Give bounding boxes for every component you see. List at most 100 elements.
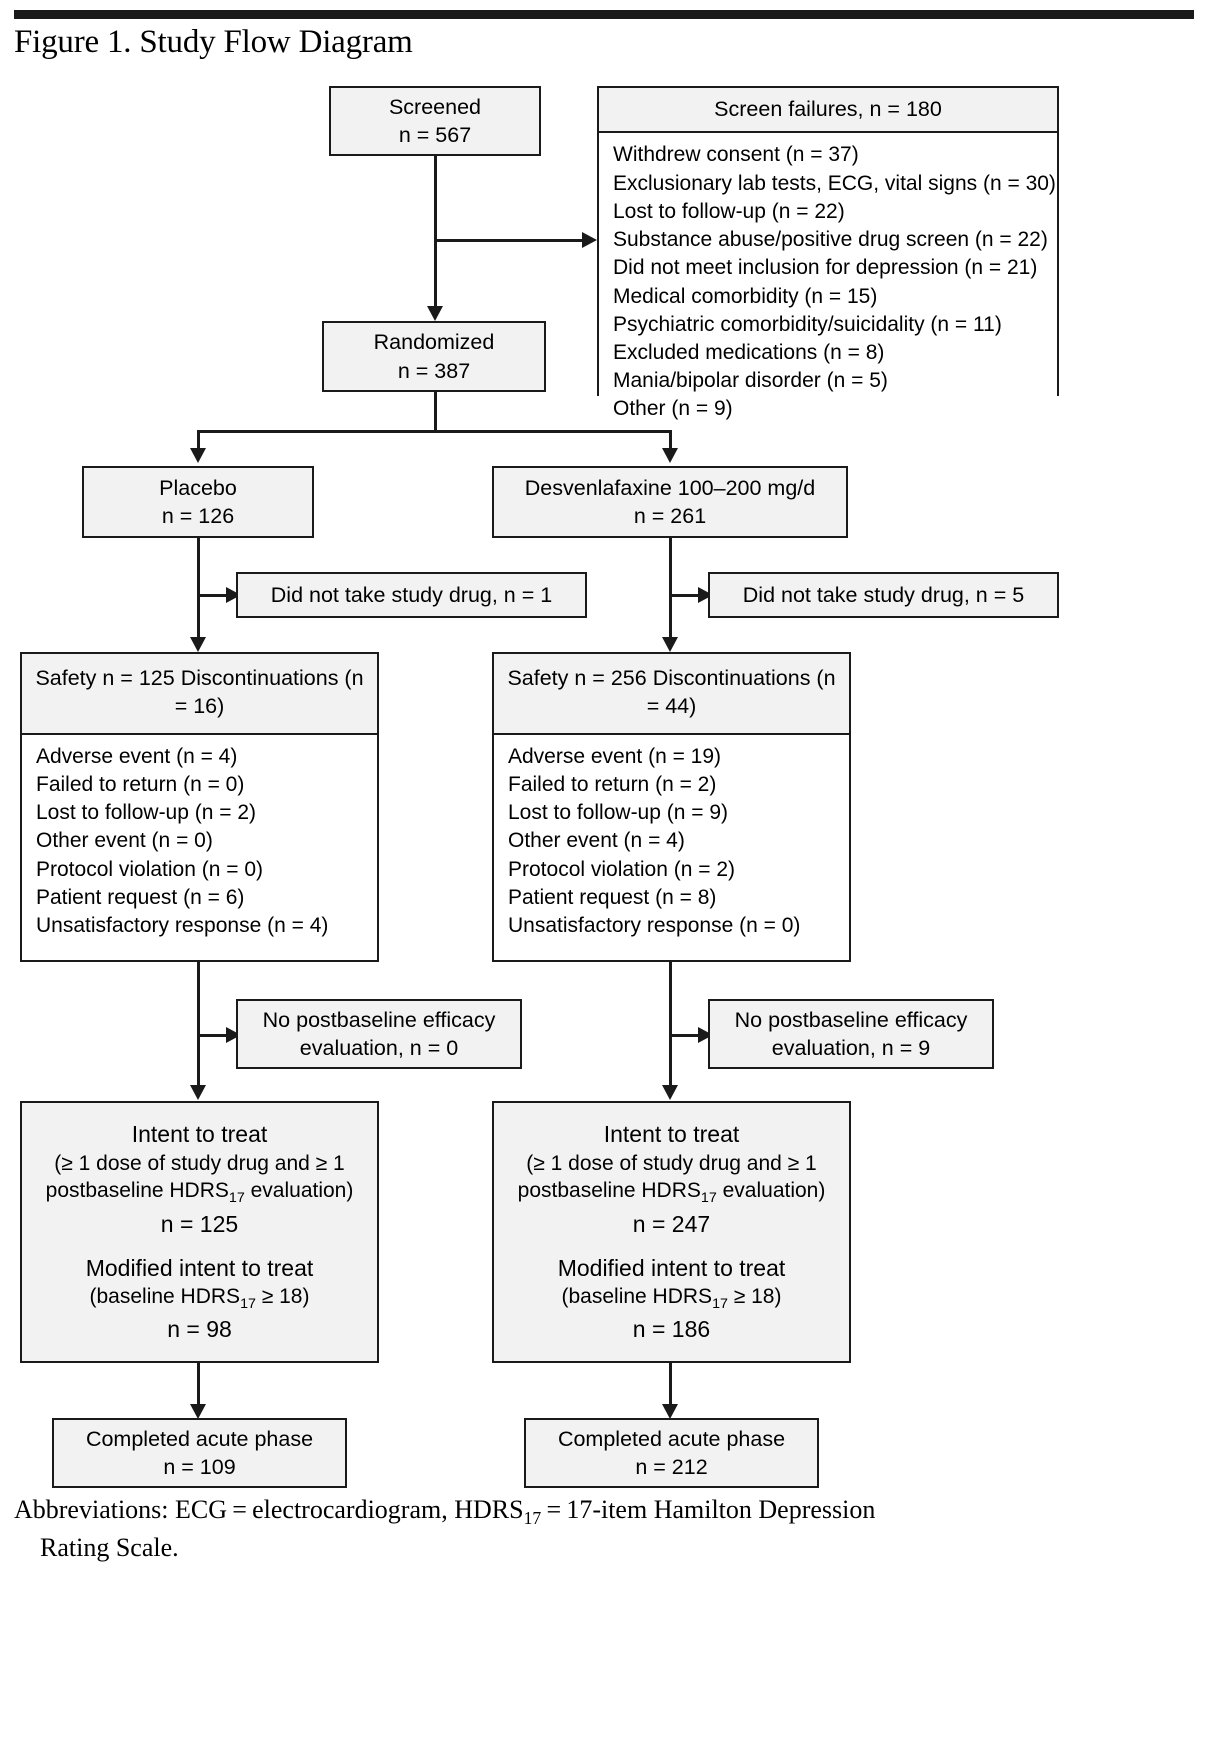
- node-screened: Screened n = 567: [329, 86, 541, 156]
- node-completed-desven: Completed acute phase n = 212: [524, 1418, 819, 1488]
- itt-desven-title: Intent to treat: [603, 1121, 740, 1148]
- arrow-placebo-safety: [189, 637, 206, 652]
- node-safety-desven: Safety n = 256 Discontinuations (n = 44)…: [492, 652, 851, 962]
- list-item: Protocol violation (n = 2): [508, 857, 736, 881]
- safety-desven-header: Safety n = 256 Discontinuations (n = 44): [494, 654, 849, 735]
- arrow-safety-itt-desven: [661, 1085, 678, 1100]
- node-no-postbaseline-placebo: No postbaseline efficacy evaluation, n =…: [236, 999, 522, 1069]
- node-safety-placebo: Safety n = 125 Discontinuations (n = 16)…: [20, 652, 379, 962]
- list-item: Excluded medications (n = 8): [613, 341, 885, 365]
- footnote-line1-pre: Abbreviations: ECG = electrocardiogram, …: [14, 1495, 524, 1524]
- completed-placebo-n: n = 109: [163, 1455, 236, 1479]
- node-itt-desven: Intent to treat (≥ 1 dose of study drug …: [492, 1101, 851, 1363]
- list-item: Unsatisfactory response (n = 0): [508, 914, 801, 938]
- list-item: Other event (n = 0): [36, 829, 213, 853]
- arrow-desven-safety: [661, 637, 678, 652]
- node-screened-n: n = 567: [398, 123, 472, 147]
- list-item: Other event (n = 4): [508, 829, 685, 853]
- node-completed-placebo: Completed acute phase n = 109: [52, 1418, 347, 1488]
- connector-itt-completed-desven: [669, 1363, 672, 1408]
- node-itt-placebo: Intent to treat (≥ 1 dose of study drug …: [20, 1101, 379, 1363]
- mitt-placebo-title: Modified intent to treat: [85, 1254, 314, 1281]
- itt-desven-criteria2-sub: 17: [700, 1190, 717, 1207]
- safety-placebo-disc-header: Discontinuations (n = 16): [174, 666, 364, 719]
- node-randomized-n: n = 387: [397, 358, 471, 383]
- no-postbaseline-placebo-line1: No postbaseline efficacy: [262, 1007, 496, 1032]
- connector-split-right: [669, 430, 672, 452]
- footnote-line1-sub: 17: [523, 1508, 542, 1529]
- node-placebo-label: Placebo: [159, 475, 237, 500]
- list-item: Lost to follow-up (n = 2): [36, 801, 257, 825]
- list-item: Withdrew consent (n = 37): [613, 143, 859, 167]
- mitt-desven-criteria: (baseline HDRS17 ≥ 18): [494, 1283, 849, 1314]
- connector-screened-randomized: [434, 156, 437, 311]
- itt-desven-criteria1: (≥ 1 dose of study drug and ≥ 1: [526, 1151, 817, 1175]
- no-postbaseline-desven-line2: evaluation, n = 9: [771, 1036, 931, 1060]
- list-item: Medical comorbidity (n = 15): [613, 284, 878, 308]
- list-item: Lost to follow-up (n = 22): [613, 199, 845, 223]
- footnote-line2: Rating Scale.: [40, 1532, 179, 1562]
- safety-placebo-list: Adverse event (n = 4) Failed to return (…: [22, 734, 377, 949]
- node-did-not-take-placebo-label: Did not take study drug, n = 1: [270, 582, 553, 607]
- completed-desven-label: Completed acute phase: [557, 1426, 786, 1451]
- node-did-not-take-desven-label: Did not take study drug, n = 5: [742, 582, 1025, 607]
- list-item: Patient request (n = 6): [36, 885, 245, 909]
- mitt-placebo-criteria: (baseline HDRS17 ≥ 18): [22, 1283, 377, 1314]
- safety-desven-n: n = 256: [574, 666, 647, 690]
- itt-desven-criteria2-post: evaluation): [716, 1179, 826, 1203]
- list-item: Failed to return (n = 0): [36, 772, 245, 796]
- connector-safety-itt-desven: [669, 962, 672, 1090]
- spacer: [22, 1239, 377, 1253]
- list-item: Other (n = 9): [613, 397, 733, 421]
- connector-placebo-nopostbaseline: [197, 1034, 235, 1037]
- connector-desven-safety: [669, 538, 672, 642]
- list-item: Exclusionary lab tests, ECG, vital signs…: [613, 171, 1056, 195]
- node-randomized: Randomized n = 387: [322, 321, 546, 392]
- connector-desven-nopostbaseline: [669, 1034, 707, 1037]
- node-no-postbaseline-desven: No postbaseline efficacy evaluation, n =…: [708, 999, 994, 1069]
- list-item: Mania/bipolar disorder (n = 5): [613, 369, 888, 393]
- mitt-desven-n: n = 186: [632, 1316, 711, 1343]
- list-item: Adverse event (n = 4): [36, 744, 238, 768]
- header-rule: [14, 10, 1194, 19]
- arrow-screened-randomized: [426, 306, 443, 321]
- list-item: Unsatisfactory response (n = 4): [36, 914, 329, 938]
- itt-placebo-criteria2-sub: 17: [228, 1190, 245, 1207]
- node-screen-failures: Screen failures, n = 180 Withdrew consen…: [597, 86, 1059, 432]
- mitt-placebo-criteria-pre: (baseline HDRS: [89, 1285, 241, 1309]
- mitt-desven-criteria-post: ≥ 18): [727, 1285, 782, 1309]
- mitt-desven-criteria-sub: 17: [712, 1296, 728, 1313]
- mitt-desven-criteria-pre: (baseline HDRS: [561, 1285, 713, 1309]
- connector-split-left: [197, 430, 200, 452]
- no-postbaseline-desven-line1: No postbaseline efficacy: [734, 1007, 968, 1032]
- connector-randomized-split: [434, 392, 437, 432]
- no-postbaseline-placebo-line2: evaluation, n = 0: [299, 1036, 459, 1060]
- itt-placebo-criteria2-pre: postbaseline HDRS: [45, 1179, 229, 1203]
- node-placebo-n: n = 126: [161, 504, 235, 528]
- list-item: Patient request (n = 8): [508, 885, 717, 909]
- mitt-desven-title: Modified intent to treat: [557, 1254, 786, 1281]
- list-item: Protocol violation (n = 0): [36, 857, 264, 881]
- connector-placebo-didnottake: [197, 594, 235, 597]
- footnote-line1: Abbreviations: ECG = electrocardiogram, …: [14, 1495, 875, 1528]
- connector-safety-itt-placebo: [197, 962, 200, 1090]
- node-did-not-take-desven: Did not take study drug, n = 5: [708, 572, 1059, 618]
- mitt-placebo-criteria-sub: 17: [240, 1296, 256, 1313]
- safety-desven-label: Safety: [507, 666, 569, 690]
- node-randomized-label: Randomized: [373, 330, 495, 355]
- itt-placebo-n: n = 125: [160, 1210, 239, 1237]
- screen-failures-header-label: Screen failures, n = 180: [714, 97, 942, 121]
- mitt-placebo-n: n = 98: [167, 1316, 232, 1343]
- list-item: Psychiatric comorbidity/suicidality (n =…: [613, 312, 1002, 336]
- itt-placebo-criteria2-post: evaluation): [244, 1179, 354, 1203]
- abbreviations-footnote: Abbreviations: ECG = electrocardiogram, …: [14, 1493, 1144, 1565]
- itt-desven-criteria2-pre: postbaseline HDRS: [517, 1179, 701, 1203]
- connector-itt-completed-placebo: [197, 1363, 200, 1408]
- completed-placebo-label: Completed acute phase: [85, 1426, 314, 1451]
- list-item: Substance abuse/positive drug screen (n …: [613, 228, 1048, 252]
- itt-desven-criteria2: postbaseline HDRS17 evaluation): [494, 1177, 849, 1208]
- itt-desven-n: n = 247: [632, 1210, 711, 1237]
- connector-desven-didnottake: [669, 594, 707, 597]
- node-placebo: Placebo n = 126: [82, 466, 314, 538]
- mitt-placebo-criteria-post: ≥ 18): [255, 1285, 310, 1309]
